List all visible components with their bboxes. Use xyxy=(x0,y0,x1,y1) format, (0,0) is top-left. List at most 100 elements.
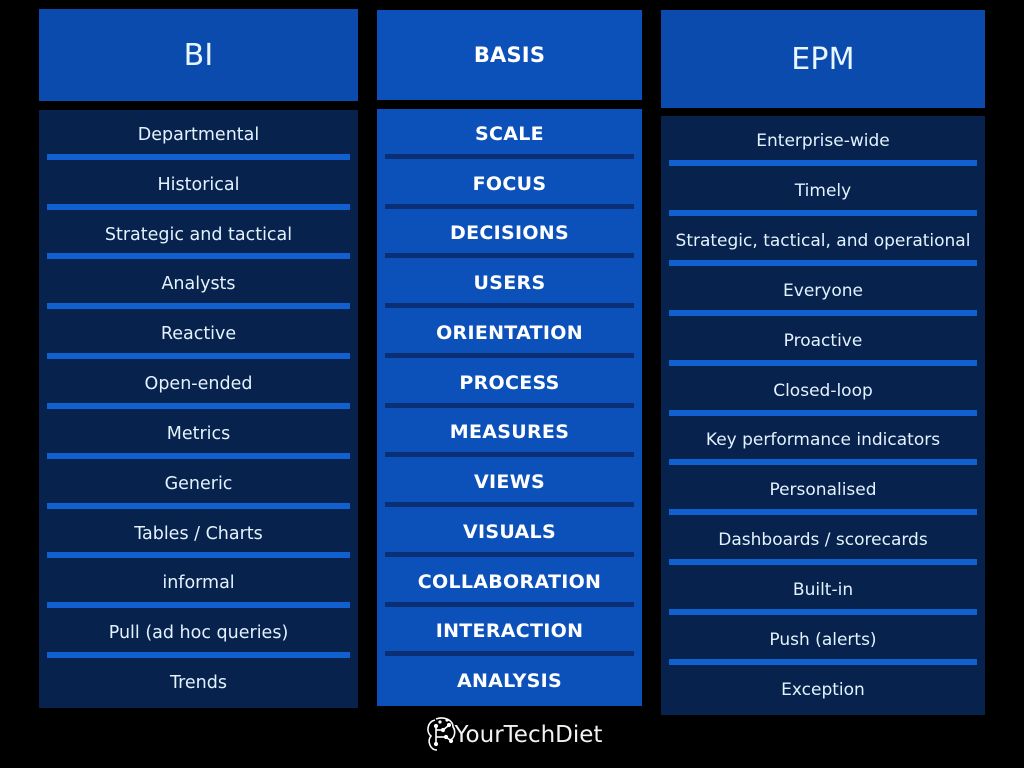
row-divider xyxy=(385,601,634,607)
list-item: ORIENTATION xyxy=(377,308,642,358)
column-header-basis: BASIS xyxy=(377,10,642,100)
circuit-brain-icon xyxy=(422,714,462,756)
list-item: Historical xyxy=(39,160,358,210)
row-divider xyxy=(669,309,977,316)
row-label: Open-ended xyxy=(144,374,253,395)
row-divider xyxy=(669,159,977,166)
row-divider xyxy=(385,402,634,408)
list-item: Push (alerts) xyxy=(661,615,985,666)
row-label: ORIENTATION xyxy=(436,321,583,344)
row-label: SCALE xyxy=(475,122,544,145)
list-item: Enterprise-wide xyxy=(661,116,985,166)
column-bi: BI Departmental Historical Strategic and… xyxy=(39,0,358,708)
column-body-basis: SCALE FOCUS DECISIONS USERS ORIENTATION … xyxy=(377,109,642,706)
row-divider xyxy=(47,602,350,609)
row-label: Timely xyxy=(794,180,852,201)
list-item: VIEWS xyxy=(377,457,642,507)
column-header-bi: BI xyxy=(39,9,358,101)
row-label: Generic xyxy=(164,473,233,494)
row-divider xyxy=(385,203,634,209)
list-item: Closed-loop xyxy=(661,366,985,416)
column-body-epm: Enterprise-wide Timely Strategic, tactic… xyxy=(661,116,985,715)
row-label: Strategic, tactical, and operational xyxy=(675,230,971,251)
row-label: VISUALS xyxy=(463,520,556,543)
list-item: VISUALS xyxy=(377,507,642,557)
row-divider xyxy=(47,552,350,559)
watermark-text: YourTechDiet xyxy=(454,722,603,748)
list-item: Built-in xyxy=(661,565,985,616)
row-divider xyxy=(47,652,350,659)
row-divider xyxy=(669,209,977,216)
row-divider xyxy=(669,609,977,616)
row-label: Trends xyxy=(169,673,227,694)
row-divider xyxy=(669,359,977,366)
row-label: Personalised xyxy=(769,480,877,501)
row-divider xyxy=(47,353,350,360)
row-divider xyxy=(669,259,977,266)
list-item: Trends xyxy=(39,658,358,708)
list-item: MEASURES xyxy=(377,408,642,458)
row-label: Pull (ad hoc queries) xyxy=(108,623,289,644)
list-item: Proactive xyxy=(661,316,985,366)
list-item: INTERACTION xyxy=(377,607,642,657)
row-divider xyxy=(385,253,634,259)
row-label: COLLABORATION xyxy=(417,570,602,593)
list-item: Personalised xyxy=(661,465,985,516)
list-item: Everyone xyxy=(661,266,985,316)
list-item: Tables / Charts xyxy=(39,509,358,559)
row-divider xyxy=(385,153,634,159)
list-item: PROCESS xyxy=(377,358,642,408)
list-item: Departmental xyxy=(39,110,358,160)
row-label: Metrics xyxy=(166,423,231,444)
list-item: Open-ended xyxy=(39,359,358,409)
row-label: ANALYSIS xyxy=(456,670,563,693)
row-divider xyxy=(47,253,350,260)
row-divider xyxy=(669,459,977,466)
list-item: Key performance indicators xyxy=(661,416,985,466)
row-divider xyxy=(47,452,350,459)
list-item: Generic xyxy=(39,459,358,509)
row-label: Push (alerts) xyxy=(769,630,877,651)
row-divider xyxy=(47,402,350,409)
column-epm: EPM Enterprise-wide Timely Strategic, ta… xyxy=(661,0,985,715)
row-divider xyxy=(669,409,977,416)
row-label: USERS xyxy=(473,272,546,295)
list-item: ANALYSIS xyxy=(377,656,642,706)
watermark: YourTechDiet xyxy=(0,714,1024,756)
list-item: informal xyxy=(39,558,358,609)
list-item: Pull (ad hoc queries) xyxy=(39,608,358,659)
row-divider xyxy=(47,502,350,509)
row-label: Closed-loop xyxy=(773,380,873,401)
list-item: COLLABORATION xyxy=(377,557,642,607)
row-label: Dashboards / scorecards xyxy=(718,530,928,551)
row-label: Everyone xyxy=(783,280,863,301)
row-label: INTERACTION xyxy=(435,620,584,643)
row-label: Historical xyxy=(157,174,240,195)
row-divider xyxy=(385,502,634,507)
row-label: Proactive xyxy=(783,330,863,351)
row-label: FOCUS xyxy=(472,172,547,195)
column-header-epm: EPM xyxy=(661,10,985,108)
list-item: DECISIONS xyxy=(377,209,642,259)
row-divider xyxy=(47,203,350,210)
list-item: SCALE xyxy=(377,109,642,159)
column-body-bi: Departmental Historical Strategic and ta… xyxy=(39,110,358,708)
row-divider xyxy=(47,153,350,160)
row-label: DECISIONS xyxy=(450,222,569,245)
list-item: Reactive xyxy=(39,309,358,360)
row-divider xyxy=(385,551,634,557)
row-divider xyxy=(669,659,977,666)
row-label: Enterprise-wide xyxy=(756,130,890,151)
row-divider xyxy=(385,352,634,358)
row-label: MEASURES xyxy=(449,421,570,444)
row-label: Built-in xyxy=(792,580,854,601)
row-divider xyxy=(385,651,634,657)
row-label: Analysts xyxy=(161,274,236,295)
list-item: USERS xyxy=(377,258,642,308)
list-item: Metrics xyxy=(39,409,358,459)
row-divider xyxy=(385,303,634,308)
row-divider xyxy=(47,303,350,310)
row-divider xyxy=(669,559,977,566)
row-label: VIEWS xyxy=(474,471,545,494)
